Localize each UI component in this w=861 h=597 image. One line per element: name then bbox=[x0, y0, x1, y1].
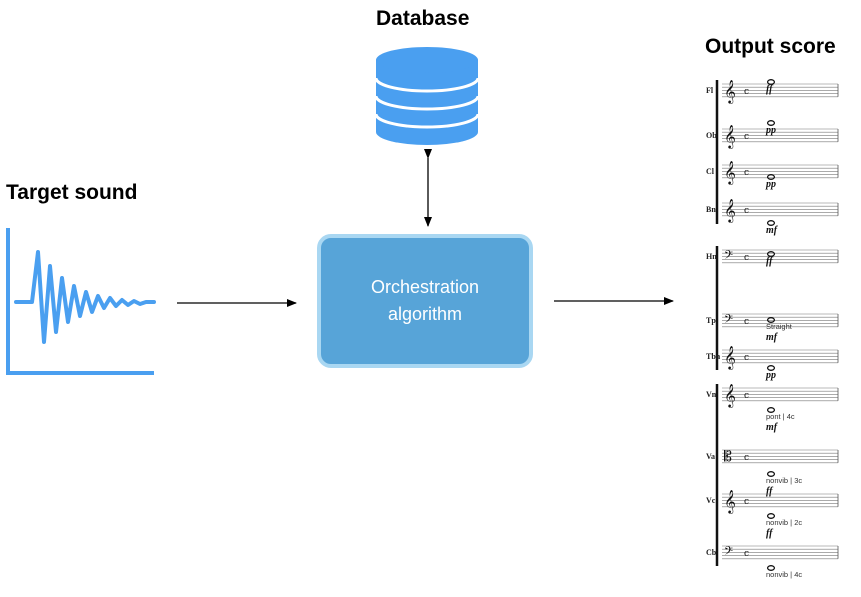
clef-icon: 𝄞 bbox=[724, 198, 736, 223]
technique-label: Straight bbox=[766, 322, 793, 331]
whole-note bbox=[766, 251, 776, 257]
algorithm-label-line2: algorithm bbox=[387, 304, 462, 324]
clef-icon: 𝄢 bbox=[724, 313, 733, 329]
clef-icon: 𝄢 bbox=[724, 249, 733, 265]
instrument-label-vn: Vn bbox=[706, 390, 717, 399]
clef-icon: 𝄞 bbox=[724, 79, 736, 104]
dynamic-mark: pp bbox=[765, 370, 776, 381]
target-sound-title: Target sound bbox=[6, 181, 138, 204]
technique-label: nonvib | 3c bbox=[766, 476, 802, 485]
clef-icon: 𝄞 bbox=[724, 124, 736, 149]
instrument-label-fl: Fl bbox=[706, 86, 714, 95]
dynamic-mark: ff bbox=[766, 528, 774, 539]
instrument-label-bn: Bn bbox=[706, 205, 716, 214]
whole-note bbox=[766, 79, 776, 85]
instrument-label-tbn: Tbn bbox=[706, 352, 721, 361]
whole-note bbox=[766, 513, 776, 519]
dynamic-mark: pp bbox=[765, 125, 776, 136]
time-signature: c bbox=[744, 132, 749, 142]
instrument-label-tp: Tp bbox=[706, 316, 716, 325]
whole-note bbox=[766, 317, 776, 323]
technique-label: pont | 4c bbox=[766, 412, 795, 421]
time-signature: c bbox=[744, 353, 749, 363]
instrument-label-va: Va bbox=[706, 452, 715, 461]
dynamic-mark: mf bbox=[766, 332, 779, 343]
time-signature: c bbox=[744, 549, 749, 559]
clef-icon: 𝄞 bbox=[724, 383, 736, 408]
clef-icon: 𝄡 bbox=[724, 449, 732, 465]
dynamic-mark: ff bbox=[766, 84, 774, 95]
dynamic-mark: mf bbox=[766, 225, 779, 236]
instrument-label-cl: Cl bbox=[706, 167, 715, 176]
time-signature: c bbox=[744, 497, 749, 507]
whole-note bbox=[766, 174, 776, 180]
time-signature: c bbox=[744, 87, 749, 97]
algorithm-label-line1: Orchestration bbox=[370, 277, 480, 297]
clef-icon: 𝄞 bbox=[724, 160, 736, 185]
orchestration-algorithm-box: Orchestration algorithm bbox=[317, 234, 533, 368]
database-title: Database bbox=[376, 7, 470, 30]
time-signature: c bbox=[744, 168, 749, 178]
whole-note bbox=[766, 365, 776, 371]
instrument-label-vc: Vc bbox=[706, 496, 716, 505]
technique-label: nonvib | 4c bbox=[766, 570, 802, 579]
waveform-line bbox=[14, 250, 156, 344]
time-signature: c bbox=[744, 206, 749, 216]
dynamic-mark: ff bbox=[766, 486, 774, 497]
instrument-label-cb: Cb bbox=[706, 548, 717, 557]
whole-note bbox=[766, 407, 776, 413]
clef-icon: 𝄢 bbox=[724, 545, 733, 561]
whole-note bbox=[766, 471, 776, 477]
dynamic-mark: pp bbox=[765, 179, 776, 190]
instrument-label-hn: Hn bbox=[706, 252, 717, 261]
technique-label: nonvib | 2c bbox=[766, 518, 802, 527]
time-signature: c bbox=[744, 453, 749, 463]
clef-icon: 𝄞 bbox=[724, 345, 736, 370]
whole-note bbox=[766, 565, 776, 571]
damped-waveform-icon bbox=[6, 228, 156, 375]
whole-note bbox=[766, 220, 776, 226]
dynamic-mark: ff bbox=[766, 256, 774, 267]
time-signature: c bbox=[744, 317, 749, 327]
clef-icon: 𝄞 bbox=[724, 489, 736, 514]
database-cylinder-icon bbox=[374, 47, 480, 145]
instrument-label-ob: Ob bbox=[706, 131, 717, 140]
output-score-title: Output score bbox=[705, 35, 836, 58]
whole-note bbox=[766, 120, 776, 126]
time-signature: c bbox=[744, 253, 749, 263]
time-signature: c bbox=[744, 391, 749, 401]
dynamic-mark: mf bbox=[766, 422, 779, 433]
